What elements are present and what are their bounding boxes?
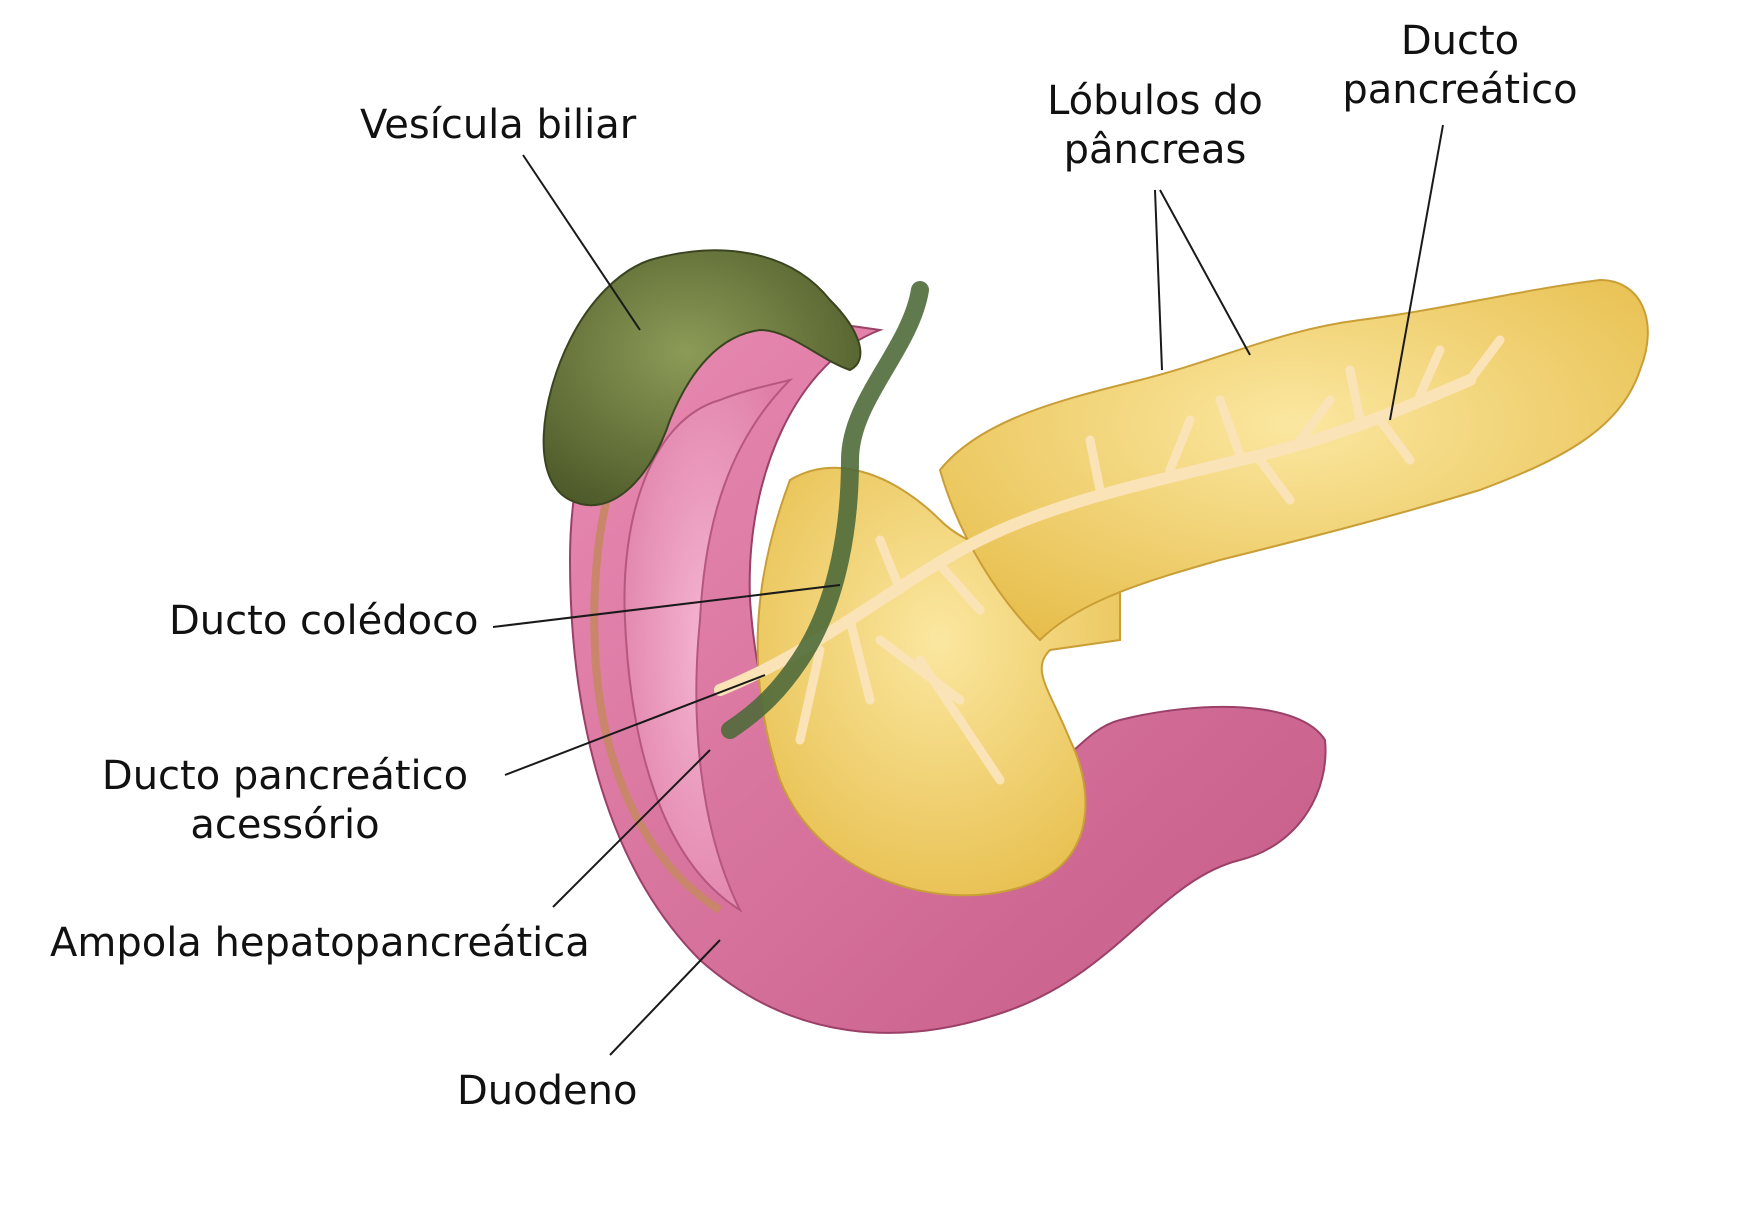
leader-lobules-2 xyxy=(1159,189,1251,356)
label-duodenum: Duodeno xyxy=(457,1067,637,1116)
label-lobules-line2: pâncreas xyxy=(1063,127,1247,173)
label-pancreatic-duct: Ducto pancreático xyxy=(1330,17,1590,115)
duodenum xyxy=(568,321,1327,1034)
label-lobules-line1: Lóbulos do xyxy=(1047,78,1263,124)
label-pancreatic-duct-line1: Ducto xyxy=(1400,18,1520,64)
leader-lines xyxy=(492,124,1444,1056)
leader-common-bile-duct xyxy=(492,584,841,628)
label-ampulla-text: Ampola hepatopancreática xyxy=(50,920,590,966)
leader-lobules-1 xyxy=(1154,189,1163,371)
label-gallbladder: Vesícula biliar xyxy=(360,101,636,150)
duodenum-lumen xyxy=(623,378,794,913)
leader-gallbladder xyxy=(522,154,641,331)
label-pancreas-lobules: Lóbulos do pâncreas xyxy=(1030,77,1280,175)
leader-accessory-duct xyxy=(504,674,766,776)
label-ampulla: Ampola hepatopancreática xyxy=(50,919,590,968)
label-accessory-duct-line2: acessório xyxy=(190,802,380,848)
leader-ampulla xyxy=(552,749,711,908)
gallbladder xyxy=(542,249,862,507)
pancreas-body-tail xyxy=(938,278,1649,642)
label-accessory-duct: Ducto pancreático acessório xyxy=(90,752,480,850)
leader-pancreatic-duct xyxy=(1389,124,1444,421)
leader-duodenum xyxy=(609,939,721,1056)
pancreatic-duct-branches xyxy=(795,335,1505,785)
label-accessory-duct-line1: Ducto pancreático xyxy=(101,753,469,799)
label-common-bile-duct: Ducto colédoco xyxy=(169,597,479,646)
label-pancreatic-duct-line2: pancreático xyxy=(1342,67,1578,113)
label-duodenum-text: Duodeno xyxy=(457,1068,638,1114)
common-bile-duct xyxy=(721,281,929,739)
label-gallbladder-text: Vesícula biliar xyxy=(360,102,637,148)
label-common-bile-duct-text: Ducto colédoco xyxy=(169,598,479,644)
